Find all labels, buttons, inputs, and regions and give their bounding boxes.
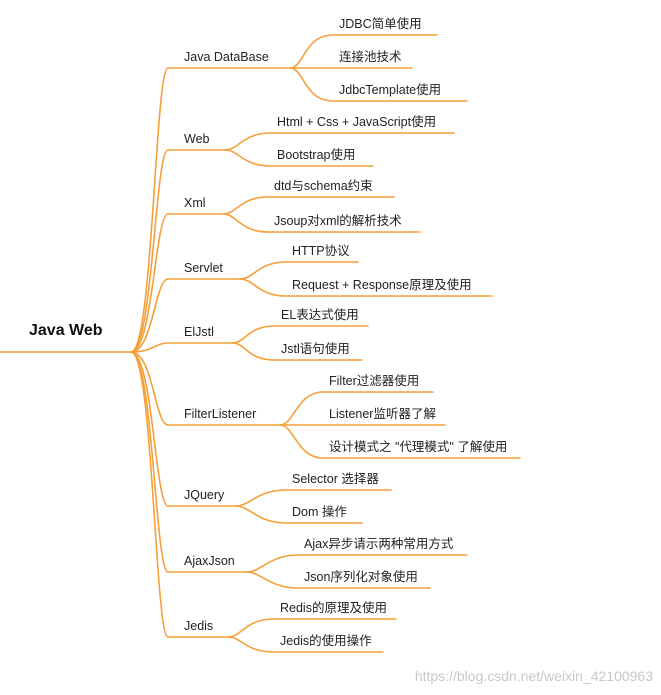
subtopic-connector-9-2 xyxy=(227,636,384,653)
branch-connector-servlet xyxy=(130,278,241,353)
subtopic-ajaxjson-2[interactable]: Json序列化对象使用 xyxy=(304,570,418,584)
branch-topic-xml[interactable]: Xml xyxy=(184,196,206,210)
subtopic-jedis-1[interactable]: Redis的原理及使用 xyxy=(280,601,387,615)
branch-connector-jquery xyxy=(130,351,237,507)
subtopic-java-database-1[interactable]: JDBC简单使用 xyxy=(339,17,422,31)
subtopic-eljstl-2[interactable]: Jstl语句使用 xyxy=(281,342,350,356)
watermark: https://blog.csdn.net/weixin_42100963 xyxy=(414,668,653,684)
branch-topic-filterlistener[interactable]: FilterListener xyxy=(184,407,257,421)
branch-connector-xml xyxy=(130,213,224,353)
branch-topic-jedis[interactable]: Jedis xyxy=(184,619,214,633)
subtopic-connector-6-1 xyxy=(279,391,434,426)
branch-connector-eljstl xyxy=(130,342,233,353)
subtopic-connector-1-1 xyxy=(289,34,438,69)
subtopic-jquery-1[interactable]: Selector 选择器 xyxy=(292,472,379,486)
branch-topic-web[interactable]: Web xyxy=(184,132,210,146)
branch-topic-ajaxjson[interactable]: AjaxJson xyxy=(184,554,235,568)
branch-connector-ajaxjson xyxy=(130,351,248,573)
subtopic-filterlistener-3[interactable]: 设计模式之 "代理模式" 了解使用 xyxy=(329,440,508,454)
subtopic-connector-6-3 xyxy=(279,424,521,459)
subtopic-java-database-3[interactable]: JdbcTemplate使用 xyxy=(339,83,442,97)
subtopic-connector-8-1 xyxy=(246,554,468,573)
branch-connector-filterlistener xyxy=(130,351,281,426)
branch-connector-web xyxy=(130,149,226,353)
branch-connector-java-database xyxy=(130,67,291,353)
subtopic-java-database-2[interactable]: 连接池技术 xyxy=(339,50,402,64)
subtopic-servlet-2[interactable]: Request + Response原理及使用 xyxy=(292,278,472,292)
root-topic-java-web[interactable]: Java Web xyxy=(29,322,103,339)
subtopic-web-2[interactable]: Bootstrap使用 xyxy=(277,148,356,162)
branch-topic-eljstl[interactable]: ElJstl xyxy=(184,325,214,339)
subtopic-xml-1[interactable]: dtd与schema约束 xyxy=(274,179,373,193)
subtopic-filterlistener-1[interactable]: Filter过滤器使用 xyxy=(329,374,420,388)
subtopic-connector-2-1 xyxy=(224,132,455,151)
subtopic-filterlistener-2[interactable]: Listener监听器了解 xyxy=(329,407,436,421)
branch-topic-jquery[interactable]: JQuery xyxy=(184,488,225,502)
branch-topic-servlet[interactable]: Servlet xyxy=(184,261,223,275)
subtopic-ajaxjson-1[interactable]: Ajax异步请示两种常用方式 xyxy=(304,537,454,551)
subtopic-connector-3-1 xyxy=(222,196,395,215)
subtopic-connector-9-1 xyxy=(227,618,397,638)
subtopic-connector-4-2 xyxy=(239,278,493,297)
subtopic-connector-5-1 xyxy=(231,325,369,344)
subtopic-connector-4-1 xyxy=(239,261,359,280)
subtopic-connector-3-2 xyxy=(222,213,421,233)
subtopic-connector-5-2 xyxy=(231,342,363,361)
subtopic-web-1[interactable]: Html + Css + JavaScript使用 xyxy=(277,115,437,129)
subtopic-xml-2[interactable]: Jsoup对xml的解析技术 xyxy=(274,214,402,228)
branch-connector-jedis xyxy=(130,351,229,638)
subtopic-connector-8-2 xyxy=(246,571,431,589)
subtopic-jquery-2[interactable]: Dom 操作 xyxy=(292,505,347,519)
branch-topic-java-database[interactable]: Java DataBase xyxy=(184,50,269,64)
subtopic-jedis-2[interactable]: Jedis的使用操作 xyxy=(280,634,372,648)
subtopic-connector-7-1 xyxy=(235,489,392,507)
subtopic-connector-7-2 xyxy=(235,505,363,524)
subtopic-servlet-1[interactable]: HTTP协议 xyxy=(292,244,350,258)
subtopic-eljstl-1[interactable]: EL表达式使用 xyxy=(281,308,359,322)
subtopic-connector-1-3 xyxy=(289,67,468,102)
subtopic-connector-2-2 xyxy=(224,149,374,167)
